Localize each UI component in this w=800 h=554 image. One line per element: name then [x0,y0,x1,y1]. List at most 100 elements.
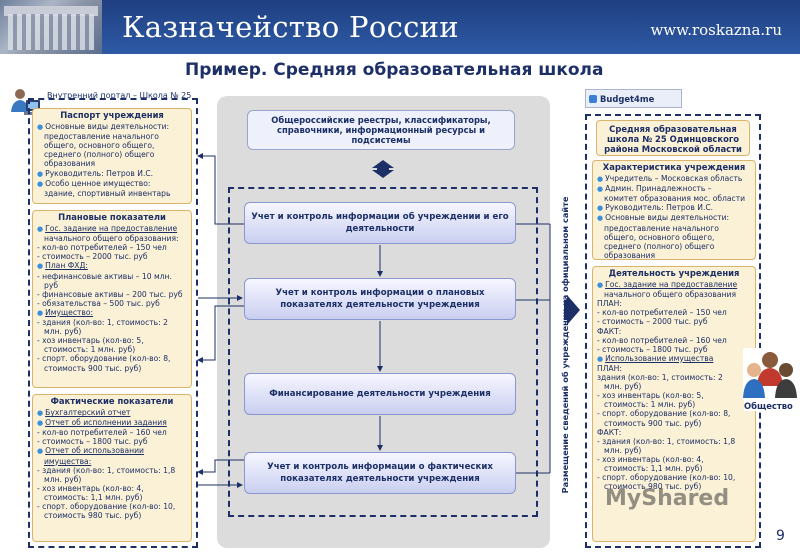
list-item: План ФХД: [37,261,187,271]
site-frame [585,114,761,548]
process-box-plan-info: Учет и контроль информации о плановых по… [244,278,516,320]
process-box-org-info: Учет и контроль информации об учреждении… [244,202,516,244]
list-item: - стоимость – 2000 тыс. руб [37,252,148,262]
activity-panel: Деятельность учреждения Гос. задание на … [592,266,756,542]
list-item: Основные виды деятельности: [597,213,751,223]
list-item: ПЛАН: [597,299,622,309]
list-item: стоимость 980 тыс. руб) [604,482,702,492]
accounting-report-link[interactable]: Бухгалтерский отчет [45,408,131,418]
watermark: MyShared [605,486,730,511]
gos-zadanie-link[interactable]: Гос. задание на предоставление [45,224,178,234]
list-item: предоставление начального [44,132,159,142]
building-photo [0,0,102,54]
list-item: - обязательства – 500 тыс. руб [37,298,160,308]
passport-title: Паспорт учреждения [60,110,164,120]
society-label: Общество [744,401,793,411]
list-item: - хоз инвентарь (кол-во: 4, [597,454,704,464]
list-item: здания (кол-во: 1, стоимость: 2 [597,373,723,383]
list-item: имущества: [37,457,187,466]
list-item: - кол-во потребителей – 150 чел [597,308,727,318]
list-item: начального общего образования: [44,234,179,244]
process-box-fact-info: Учет и контроль информации о фактических… [244,452,516,494]
page-title: Пример. Средняя образовательная школа [185,60,604,80]
header-url[interactable]: www.roskazna.ru [650,21,782,39]
list-item: стоимость 900 тыс. руб) [604,418,702,428]
task-report-link[interactable]: Отчет об исполнении задания [45,418,167,428]
list-item: Админ. Принадлежность – [597,184,751,194]
property-usage-link[interactable]: Использование имущества [605,353,714,363]
list-item: общего, основного общего, [44,141,155,151]
list-item: Использование имущества [597,354,751,364]
list-item: Гос. задание на предоставление [37,224,187,234]
list-item: Гос. задание на предоставление [597,280,751,290]
list-item: - стоимость – 2000 тыс. руб [597,317,708,327]
gos-zadanie-link[interactable]: Гос. задание на предоставление [605,280,738,290]
society-people-icon [743,348,797,402]
budget4me-tab[interactable]: Budget4me [585,89,682,108]
activity-title: Деятельность учреждения [608,268,740,278]
list-item: среднего (полного) общего [604,241,715,251]
list-item: стоимость 900 тыс. руб) [44,363,142,373]
list-item: Учредитель – Московская область [597,174,751,184]
list-item: - здания (кол-во: 1, стоимость: 1,8 [597,436,736,446]
passport-panel: Паспорт учреждения Основные виды деятель… [32,108,192,204]
list-item: - спорт. оборудование (кол-во: 10, [597,473,736,483]
list-item: млн. руб) [604,382,642,392]
list-item: Основные виды деятельности: [37,122,187,132]
list-item: - стоимость – 1800 тыс. руб [597,344,708,354]
list-item: - кол-во потребителей – 160 чел [597,335,727,345]
list-item: Отчет об исполнении задания [37,418,187,428]
list-item: - стоимость – 1800 тыс. руб [37,437,148,447]
property-report-link-cont[interactable]: имущества: [44,456,92,466]
list-item: млн. руб) [604,445,642,455]
list-item: стоимость: 1,1 млн. руб) [604,463,703,473]
list-item: Руководитель: Петров И.С. [597,203,751,213]
list-item: - финансовые активы – 200 тыс. руб [37,289,183,299]
list-item: - спорт. оборудование (кол-во: 8, [597,409,731,419]
budget4me-label: Budget4me [600,94,655,104]
plan-title: Плановые показатели [58,212,166,222]
page-number: 9 [776,528,785,544]
fact-panel: Фактические показатели Бухгалтерский отч… [32,394,192,542]
list-item: млн. руб) [44,327,82,337]
list-item: общего, основного общего, [604,232,715,242]
list-item: - кол-во потребителей – 160 чел [37,428,167,438]
list-item: здание, спортивный инвентарь [44,188,171,198]
characteristics-title: Характеристика учреждения [602,162,746,172]
list-item: Бухгалтерский отчет [37,408,187,418]
fact-title: Фактические показатели [50,396,174,406]
list-item: образования [44,159,96,169]
portal-frame [28,98,198,548]
plan-panel: Плановые показатели Гос. задание на пред… [32,210,192,388]
registries-box: Общероссийские реестры, классификаторы, … [247,110,515,150]
list-item: ФАКТ: [597,427,622,437]
list-item: - здания (кол-во: 1, стоимость: 2 [37,318,168,328]
list-item: млн. руб) [44,474,82,484]
list-item: стоимость: 1 млн. руб) [44,345,136,355]
budget4me-icon [589,95,597,103]
list-item: стоимость: 1,1 млн. руб) [44,492,143,502]
list-item: стоимость: 1 млн. руб) [604,400,696,410]
publication-label: Размещение сведений об учреждении на офи… [556,160,574,530]
list-item: комитет образования мос. области [604,194,746,204]
list-item: - нефинансовые активы – 10 млн. [37,271,172,281]
list-item: ПЛАН: [597,363,622,373]
list-item: Руководитель: Петров И.С. [37,169,187,179]
property-report-link[interactable]: Отчет об использовании [45,446,144,456]
list-item: - спорт. оборудование (кол-во: 10, [37,502,176,512]
list-item: - хоз инвентарь (кол-во: 4, [37,483,144,493]
list-item: среднего (полного) общего [44,150,155,160]
list-item: Имущество: [37,308,187,318]
list-item: Отчет об использовании [37,446,187,456]
characteristics-panel: Характеристика учреждения Учредитель – М… [592,160,756,260]
list-item: предоставление начального [604,223,719,233]
list-item: Особо ценное имущество: [37,179,187,189]
property-link[interactable]: Имущество: [45,307,94,317]
plan-fhd-link[interactable]: План ФХД: [45,261,88,271]
school-title: Средняя образовательная школа № 25 Одинц… [596,120,750,156]
header-title: Казначейство России [122,10,459,44]
list-item: ФАКТ: [597,326,622,336]
list-item: - хоз инвентарь (кол-во: 5, [597,391,704,401]
list-item: - кол-во потребителей – 150 чел [37,243,167,253]
list-item: - хоз инвентарь (кол-во: 5, [37,336,144,346]
